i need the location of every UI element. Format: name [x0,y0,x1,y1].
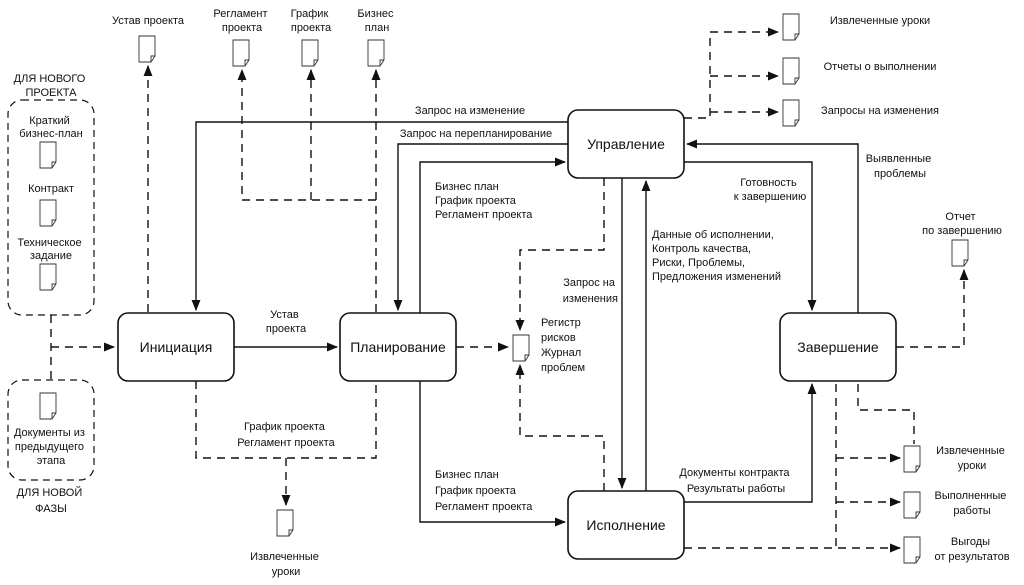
technical-spec-document-icon [39,263,57,291]
input-technical-spec-label: Техническое задание [17,237,84,262]
planning-to-regulation-arrow [237,68,376,201]
management-lessons-document-icon [782,13,800,41]
management-to-lessons-arrow [684,27,780,119]
initiation-label: Инициация [140,339,213,355]
change-request-arrow [191,121,568,312]
closure-output-lessons-label: Извлеченные уроки [936,445,1008,472]
new-project-group-label: ДЛЯ НОВОГО ПРОЕКТА [14,73,89,99]
execution-label: Исполнение [586,517,665,533]
planning-label: Планирование [350,339,446,355]
new-phase-group [7,379,95,481]
business-plan-document-icon [367,39,385,67]
issues-label: Выявленные проблемы [866,153,935,180]
plan-to-execution-label: Бизнес план График проекта Регламент про… [435,469,533,513]
contract-document-icon [39,199,57,227]
plan-to-management-label: Бизнес план График проекта Регламент про… [435,181,533,221]
schedule-top-label: График проекта [291,8,332,34]
init-to-planning-docs-label: График проекта Регламент проекта [237,421,335,449]
planning-lessons-document-icon [276,509,294,537]
closure-report-document-icon [951,239,969,267]
execution-process[interactable] [567,490,685,560]
input-brief-business-plan-label: Краткий бизнес-план [19,115,82,140]
business-plan-top-label: Бизнес план [357,8,396,34]
planning-to-management-arrow [419,157,567,313]
new-phase-group-label: ДЛЯ НОВОЙ ФАЗЫ [17,486,86,515]
closure-input-connector-top [857,384,915,444]
closure-lessons-document-icon [903,445,921,473]
contract-docs-label: Документы контракта Результаты работы [679,467,792,495]
init-planning-lessons-connector [195,381,377,459]
management-output-lessons-label: Извлеченные уроки [830,15,930,27]
closure-completed-work-document-icon [903,491,921,519]
input-previous-stage-label: Документы из предыдущего этапа [14,427,88,467]
management-reports-document-icon [782,57,800,85]
planning-lessons-label: Извлеченные уроки [250,551,322,578]
previous-stage-document-icon [39,392,57,420]
ready-to-close-arrow [684,161,817,312]
contract-docs-arrow [684,382,817,503]
closure-report-label: Отчет по завершению [922,211,1002,237]
risk-register-label: Регистр рисков Журнал проблем [541,317,585,374]
issues-arrow [685,139,859,313]
management-to-risk-register-arrow [515,178,605,332]
management-output-reports-label: Отчеты о выполнении [824,61,937,73]
regulation-document-icon [232,39,250,67]
input-contract-label: Контракт [28,183,74,195]
management-output-change-requests-label: Запросы на изменения [821,105,939,117]
risk-register-document-icon [512,334,530,362]
charter-flow-label: Устав проекта [266,309,307,335]
regulation-top-label: Регламент проекта [213,8,270,34]
closure-output-benefits-label: Выгоды от результатов [934,536,1009,563]
closure-to-report-arrow [896,268,969,348]
execution-data-label: Данные об исполнении, Контроль качества,… [652,229,781,283]
ready-to-close-label: Готовность к завершению [734,177,806,203]
brief-business-plan-document-icon [39,141,57,169]
charter-document-icon [138,35,156,63]
schedule-document-icon [301,39,319,67]
charter-top-label: Устав проекта [112,15,185,27]
closure-benefits-document-icon [903,536,921,564]
management-change-requests-document-icon [782,99,800,127]
execution-to-risk-register-arrow [515,363,605,491]
replan-request-label: Запрос на перепланирование [400,128,552,140]
change-request-risks-label: Запрос на изменения [563,277,618,305]
management-label: Управление [587,136,665,152]
change-request-label: Запрос на изменение [415,105,525,117]
closure-output-completed-work-label: Выполненные работы [935,490,1010,517]
planning-to-execution-arrow [419,381,567,527]
replan-request-arrow [393,143,568,312]
closure-label: Завершение [797,339,879,355]
